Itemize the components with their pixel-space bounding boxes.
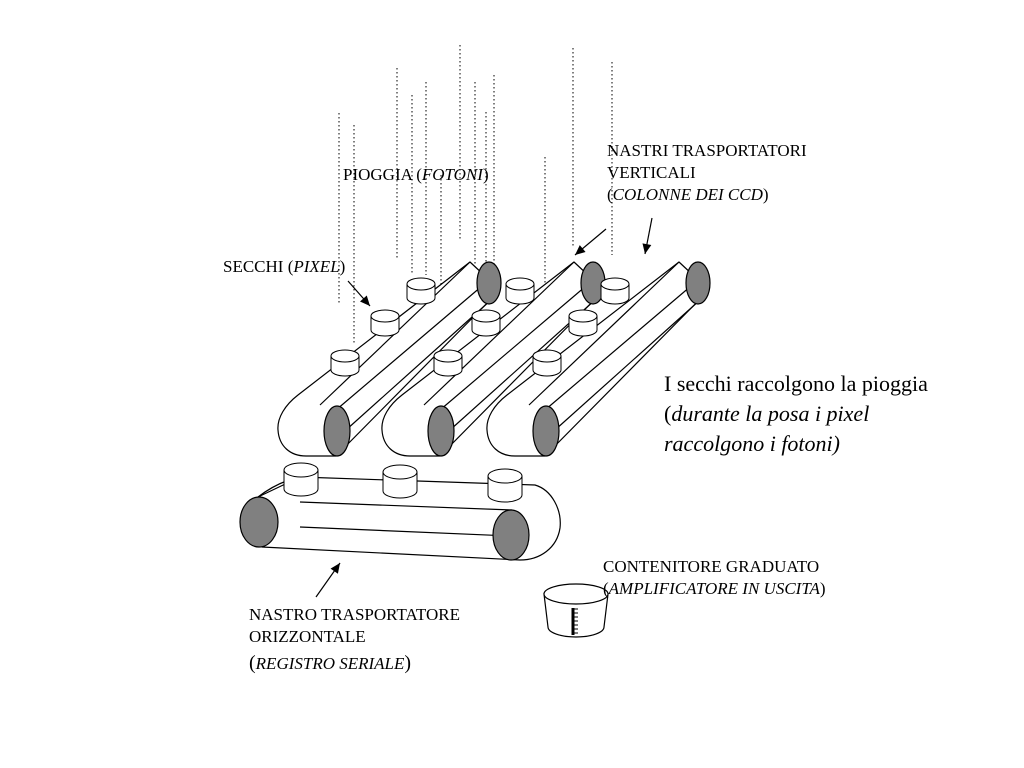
vertical-conveyor-belt: [381, 261, 606, 457]
bucket-rim: [487, 468, 523, 484]
arrow-head: [575, 245, 586, 255]
bucket-rim: [600, 277, 630, 291]
front-roller: [427, 405, 455, 457]
arrow: [347, 280, 371, 307]
conveyor-belts: [239, 261, 711, 561]
belt-edge: [554, 299, 701, 431]
bucket-rim: [330, 349, 360, 363]
arrow: [315, 562, 341, 598]
belt-edge: [299, 501, 513, 511]
bucket: [370, 309, 400, 337]
container-body: [543, 593, 609, 638]
vertical-conveyor-belt: [486, 261, 711, 457]
bucket-rim: [568, 309, 598, 323]
belt-edge: [299, 526, 511, 537]
bucket-rim: [382, 464, 418, 480]
label-rain: PIOGGIA (FOTONI): [343, 165, 489, 184]
bucket-rim: [406, 277, 436, 291]
right-roller: [492, 509, 530, 561]
left-roller: [239, 496, 279, 548]
arrow: [574, 228, 607, 256]
horizontal-conveyor-belt: [239, 462, 561, 561]
bucket: [532, 349, 562, 377]
bucket-rim: [505, 277, 535, 291]
arrow-head: [330, 563, 340, 574]
belt-outline: [257, 476, 561, 561]
label-container: CONTENITORE GRADUATO (AMPLIFICATORE IN U…: [603, 557, 826, 598]
front-roller: [323, 405, 351, 457]
belt-edge: [345, 299, 492, 431]
graduated-container: [543, 583, 609, 638]
label-vertical-belts: NASTRI TRASPORTATORI VERTICALI (COLONNE …: [607, 141, 807, 204]
bucket: [406, 277, 436, 305]
bucket-rim: [433, 349, 463, 363]
bucket: [382, 464, 418, 499]
back-roller: [476, 261, 502, 305]
caption-text: I secchi raccolgono la pioggia (durante …: [664, 371, 928, 456]
pointer-arrows: [315, 217, 653, 598]
label-horizontal-belt: NASTRO TRASPORTATORE ORIZZONTALE (REGIST…: [249, 605, 460, 674]
container-rim: [543, 583, 609, 605]
belt-edge: [335, 285, 483, 411]
bucket: [433, 349, 463, 377]
arrow-head: [360, 295, 370, 306]
belt-edge: [439, 285, 587, 411]
bucket: [471, 309, 501, 337]
arrow-head: [642, 243, 652, 254]
bucket-rim: [370, 309, 400, 323]
arrow: [642, 217, 653, 255]
bucket-rim: [532, 349, 562, 363]
bucket: [487, 468, 523, 503]
belt-edge: [423, 261, 575, 406]
belt-edge: [544, 285, 692, 411]
label-buckets: SECCHI (PIXEL): [223, 257, 346, 276]
bucket: [568, 309, 598, 337]
bucket: [505, 277, 535, 305]
vertical-conveyor-belt: [277, 261, 502, 457]
bucket-rim: [283, 462, 319, 478]
bucket: [330, 349, 360, 377]
bucket-rim: [471, 309, 501, 323]
front-roller: [532, 405, 560, 457]
bucket: [600, 277, 630, 305]
bucket: [283, 462, 319, 497]
back-roller: [685, 261, 711, 305]
belt-edge: [528, 261, 680, 406]
